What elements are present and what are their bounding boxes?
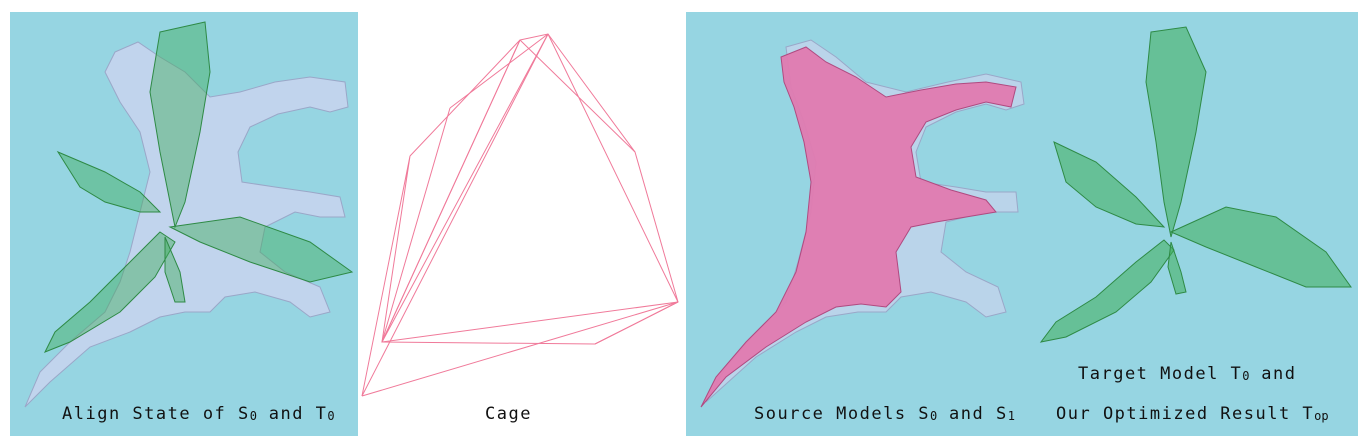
target-model-caption: Target Model T0 and (1078, 364, 1297, 384)
plant-target-icon (1039, 26, 1352, 343)
optimized-result-caption: Our Optimized Result Top (1056, 404, 1329, 424)
source-target-render (700, 26, 1352, 408)
align-state-caption: Align State of S0 and T0 (62, 404, 335, 424)
source-models-caption: Source Models S0 and S1 (754, 404, 1015, 424)
align-state-panel: Align State of S0 and T0 (10, 12, 358, 436)
cage-panel: Cage (360, 12, 682, 436)
horse-pink-icon (700, 46, 1017, 408)
plant-model-icon (43, 21, 354, 353)
cage-caption: Cage (485, 404, 532, 424)
align-state-render (24, 21, 354, 408)
source-target-panel: Source Models S0 and S1 Target Model T0 … (686, 12, 1358, 436)
cage-wireframe (361, 33, 679, 397)
